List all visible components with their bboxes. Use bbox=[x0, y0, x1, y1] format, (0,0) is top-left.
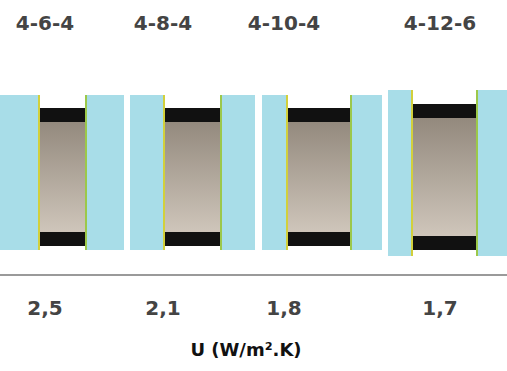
glazing-unit bbox=[130, 95, 255, 250]
spacer-bar bbox=[286, 232, 352, 246]
coating-line bbox=[85, 95, 87, 250]
axis-label: U (W/m².K) bbox=[190, 340, 301, 360]
u-value: 1,8 bbox=[266, 297, 301, 319]
u-value: 2,5 bbox=[27, 297, 62, 319]
gas-cavity bbox=[163, 108, 222, 246]
divider-line bbox=[0, 274, 507, 276]
glass-pane bbox=[478, 90, 507, 256]
spacer-bar bbox=[411, 236, 478, 250]
glass-pane bbox=[0, 95, 38, 250]
coating-line bbox=[220, 95, 222, 250]
coating-line bbox=[38, 95, 40, 250]
glazing-unit bbox=[0, 95, 124, 250]
spacer-bar bbox=[163, 232, 222, 246]
glass-pane bbox=[87, 95, 124, 250]
glass-pane bbox=[352, 95, 382, 250]
glazing-unit bbox=[262, 95, 382, 250]
coating-line bbox=[476, 90, 478, 256]
coating-line bbox=[163, 95, 165, 250]
spacer-bar bbox=[38, 232, 87, 246]
spacer-bar bbox=[411, 104, 478, 118]
u-value: 2,1 bbox=[145, 297, 180, 319]
gas-cavity bbox=[411, 104, 478, 250]
spacer-bar bbox=[286, 108, 352, 122]
glass-pane bbox=[262, 95, 286, 250]
coating-line bbox=[286, 95, 288, 250]
coating-line bbox=[411, 90, 413, 256]
glazing-config-label: 4-12-6 bbox=[404, 12, 476, 34]
glazing-config-label: 4-8-4 bbox=[134, 12, 192, 34]
glass-pane bbox=[222, 95, 255, 250]
glazing-config-label: 4-10-4 bbox=[248, 12, 320, 34]
gas-cavity bbox=[38, 108, 87, 246]
spacer-bar bbox=[163, 108, 222, 122]
glass-pane bbox=[130, 95, 163, 250]
glass-pane bbox=[388, 90, 411, 256]
glazing-config-label: 4-6-4 bbox=[16, 12, 74, 34]
u-value: 1,7 bbox=[422, 297, 457, 319]
glazing-unit bbox=[388, 90, 507, 256]
gas-cavity bbox=[286, 108, 352, 246]
spacer-bar bbox=[38, 108, 87, 122]
coating-line bbox=[350, 95, 352, 250]
